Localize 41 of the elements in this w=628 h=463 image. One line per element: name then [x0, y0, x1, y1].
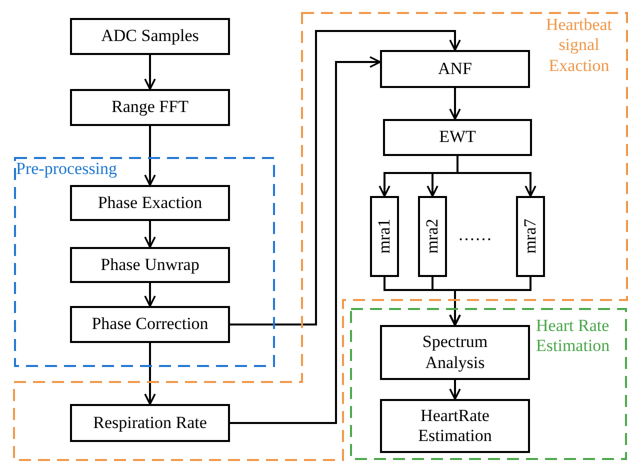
process-box [370, 196, 399, 277]
process-box [70, 18, 230, 55]
arrow [144, 55, 156, 90]
box-text: HeartRate Estimation [417, 406, 493, 446]
box-text: Phase Unwrap [100, 254, 200, 276]
box-text: mra7 [520, 219, 540, 254]
box-text: Range FFT [112, 97, 188, 118]
box-text: mra2 [422, 219, 442, 254]
arrow [456, 156, 536, 197]
group-title: Heartbeat signal Exaction [544, 15, 614, 76]
box-text: mra1 [374, 219, 394, 254]
box-text: EWT [439, 127, 476, 148]
process-box [70, 404, 230, 442]
arrow [449, 88, 461, 120]
box-text: Spectrum Analysis [421, 332, 489, 373]
arrow [144, 126, 156, 186]
process-box [380, 399, 530, 453]
group-title: Pre-processing [16, 159, 118, 180]
ellipsis-label: …… [458, 226, 492, 243]
process-box [380, 325, 530, 380]
process-box [70, 89, 230, 126]
process-box [70, 306, 230, 343]
arrow [144, 221, 156, 248]
group-title: Heart Rate Estimation [536, 316, 611, 357]
box-text: Phase Exaction [98, 192, 202, 214]
process-box [418, 196, 447, 277]
process-box [380, 50, 530, 88]
process-box [383, 119, 532, 156]
arrow [449, 277, 532, 326]
box-text: Respiration Rate [93, 412, 207, 434]
arrow [449, 380, 461, 400]
box-text: ADC Samples [101, 26, 199, 47]
arrow [230, 30, 461, 326]
arrow [230, 56, 381, 424]
box-text: ANF [438, 58, 472, 80]
arrow [144, 343, 156, 405]
process-box [516, 196, 545, 277]
arrow [144, 283, 156, 307]
box-text: Phase Correction [92, 314, 208, 335]
process-box [70, 247, 230, 283]
process-box [70, 185, 230, 221]
